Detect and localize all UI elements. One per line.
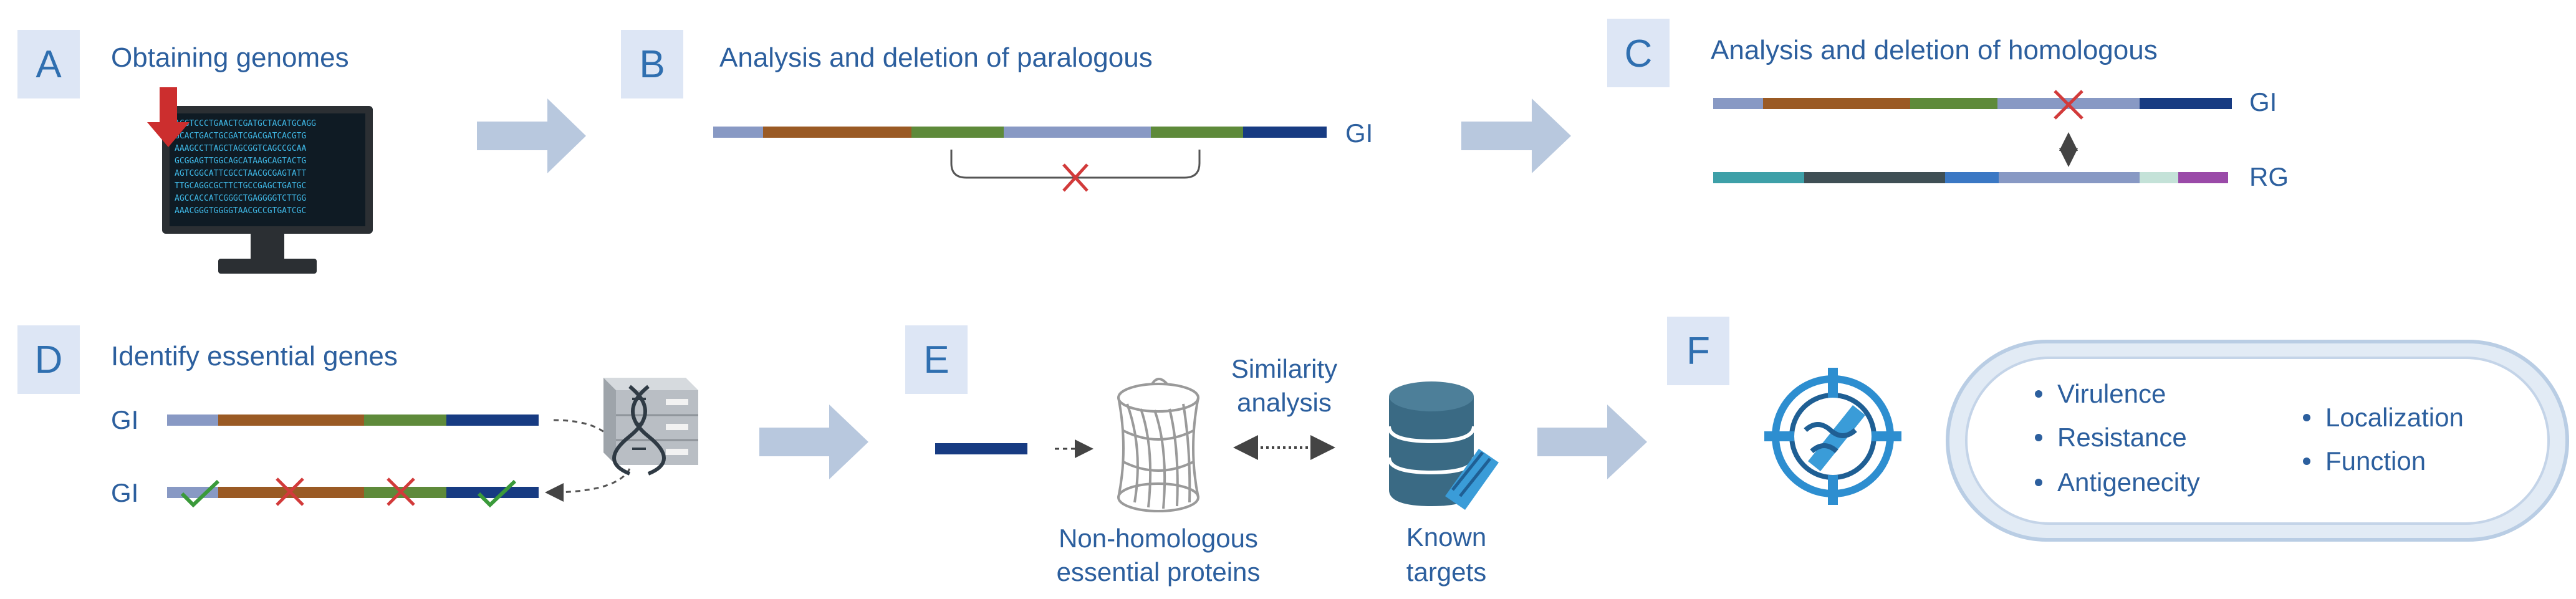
database-server-icon [603, 378, 698, 465]
paralog-bracket [950, 150, 1201, 179]
bullet-dot [2035, 390, 2042, 398]
criteria-item: Antigenecity [2057, 467, 2200, 497]
criteria-capsule-inner [1965, 357, 2550, 525]
panel-title: Analysis and deletion of paralogous [719, 42, 1153, 73]
svg-text:AAAGCCTTAGCTAGCGGTCAGCCGCAA: AAAGCCTTAGCTAGCGGTCAGCCGCAA [175, 144, 306, 153]
protein-caption-line2: essential proteins [1057, 557, 1261, 587]
panel-letter-box [621, 30, 683, 98]
genome-bar [713, 127, 1327, 138]
flow-arrow [477, 98, 586, 173]
monitor-icon: ACGTCCCTGAACTCGATGCTACATGCAGG GCACTGACTG… [162, 106, 373, 274]
genome-bar [1713, 98, 2232, 109]
essential-gene-bar [935, 443, 1027, 454]
genome-label: GI [1345, 118, 1373, 148]
flow-arrow [759, 405, 868, 479]
panel-letter: C [1625, 32, 1653, 75]
bullet-dot [2035, 434, 2042, 441]
panel-letter: D [35, 338, 63, 381]
panel-letter: B [639, 43, 665, 86]
genome-label: GI [2249, 87, 2277, 117]
svg-text:TTGCAGGCGCTTCTGCCGAGCTGATGC: TTGCAGGCGCTTCTGCCGAGCTGATGC [175, 181, 306, 191]
cross-icon [1062, 163, 1089, 192]
panel-e: E Non-homologous essential proteins Simi… [905, 325, 1499, 587]
panel-d: D Identify essential genes GI GI [17, 325, 698, 508]
similarity-caption-line2: analysis [1237, 388, 1332, 417]
dna-sequence-lines: ACGTCCCTGAACTCGATGCTACATGCAGG GCACTGACTG… [175, 119, 316, 216]
cross-icon [2054, 90, 2083, 120]
panel-title: Identify essential genes [111, 341, 398, 371]
panel-letter: E [923, 338, 949, 381]
bullet-dot [2303, 458, 2310, 465]
dna-icon [612, 385, 666, 476]
protein-caption-line1: Non-homologous [1059, 524, 1258, 553]
panel-b: B Analysis and deletion of paralogous GI [621, 30, 1373, 192]
targets-caption-line1: Known [1406, 522, 1486, 552]
database-stack-icon [1387, 381, 1499, 510]
criteria-item: Resistance [2057, 423, 2187, 452]
svg-text:GCACTGACTGCGATCGACGATCACGTG: GCACTGACTGCGATCGACGATCACGTG [175, 132, 306, 141]
reference-genome-bar [1713, 172, 2228, 183]
essential-genome-bar [167, 487, 539, 498]
genome-bar [167, 415, 539, 426]
criteria-item: Localization [2325, 403, 2464, 432]
panel-letter-box [1667, 317, 1729, 385]
panel-title: Analysis and deletion of homologous [1711, 35, 2158, 65]
panel-letter-box [905, 325, 968, 394]
cross-icon [387, 477, 415, 506]
panel-letter: F [1686, 330, 1710, 373]
check-icon [180, 479, 220, 508]
genome-label: GI [111, 478, 138, 507]
panel-c: C Analysis and deletion of homologous GI… [1607, 19, 2289, 191]
criteria-item: Function [2325, 446, 2426, 476]
bullet-dot [2303, 414, 2310, 421]
criteria-list-left: Virulence Resistance Antigenecity [2035, 379, 2200, 497]
download-arrow-icon [147, 87, 190, 147]
result-arrow [545, 468, 631, 502]
panel-letter-box [1607, 19, 1670, 87]
svg-text:ACGTCCCTGAACTCGATGCTACATGCAGG: ACGTCCCTGAACTCGATGCTACATGCAGG [175, 119, 316, 128]
criteria-item: Virulence [2057, 379, 2166, 408]
panel-title: Obtaining genomes [111, 42, 349, 73]
panel-f: F Virulence Resistance Antigenecity L [1667, 317, 2569, 542]
criteria-list-right: Localization Function [2303, 403, 2464, 476]
svg-text:AGCCACCATCGGGCTGAGGGGTCTTGG: AGCCACCATCGGGCTGAGGGGTCTTGG [175, 194, 306, 203]
bullet-dot [2035, 479, 2042, 486]
svg-text:AAACGGGTGGGGTAACGCCGTGATCGC: AAACGGGTGGGGTAACGCCGTGATCGC [175, 206, 306, 216]
panel-a: A Obtaining genomes ACGTCCCTGAACTCGATGCT… [17, 30, 373, 274]
beta-barrel-protein-icon [1117, 378, 1199, 512]
genome-label: GI [111, 405, 138, 434]
check-icon [477, 479, 517, 508]
similarity-caption-line1: Similarity [1231, 354, 1337, 383]
targets-caption-line2: targets [1406, 557, 1486, 587]
genome-label: RG [2249, 162, 2289, 191]
panel-letter: A [36, 43, 62, 86]
flow-arrow [1461, 98, 1571, 173]
svg-text:AGTCGGCATTCGCCTAACGCGAGTATT: AGTCGGCATTCGCCTAACGCGAGTATT [175, 169, 306, 178]
panel-letter-box [17, 325, 80, 394]
flow-arrow [1537, 405, 1647, 479]
panel-letter-box [17, 30, 80, 98]
svg-text:GCGGAGTTGGCAGCATAAGCAGTACTG: GCGGAGTTGGCAGCATAAGCAGTACTG [175, 156, 306, 166]
target-crosshair-icon [1764, 368, 1901, 505]
cross-icon [276, 477, 304, 506]
